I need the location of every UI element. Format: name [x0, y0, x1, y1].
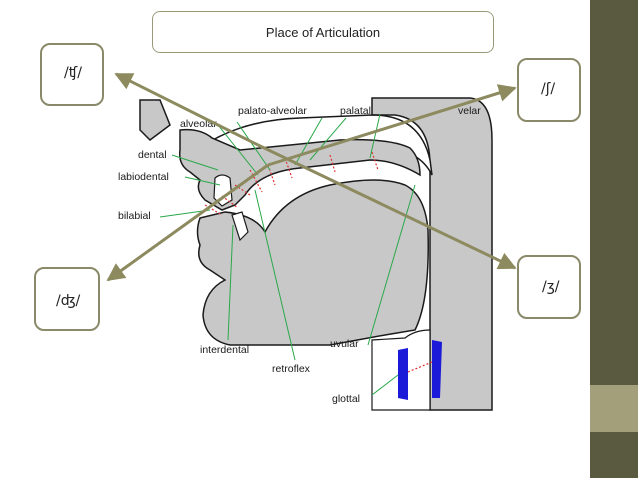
side-panel-band: [590, 385, 638, 432]
label-bilabial: bilabial: [118, 210, 151, 222]
pharynx-wall: [371, 97, 493, 411]
ipa-box-top-right: /ʃ/: [517, 58, 581, 122]
ipa-symbol-zh: /ʒ/: [542, 279, 560, 295]
upper-teeth: [213, 174, 233, 207]
ipa-box-bottom-right: /ʒ/: [517, 255, 581, 319]
label-palatal: palatal: [340, 105, 371, 117]
nose: [139, 99, 171, 141]
vocal-fold-left: [398, 348, 408, 400]
arrow-to-top-left: [114, 72, 259, 147]
upper-jaw: [178, 128, 421, 211]
side-panel-bottom: [590, 432, 638, 478]
ipa-symbol-ch: /ʧ/: [64, 65, 82, 81]
arrow-to-bottom-left: [106, 163, 269, 282]
label-interdental: interdental: [200, 344, 249, 356]
label-velar: velar: [458, 105, 481, 117]
label-dental: dental: [138, 149, 167, 161]
tongue-and-jaw: [196, 179, 429, 346]
label-retroflex: retroflex: [272, 363, 311, 375]
vocal-fold-right: [432, 340, 442, 398]
label-uvular: uvular: [330, 338, 359, 350]
lower-teeth: [231, 211, 249, 242]
label-palato-alveolar: palato-alveolar: [238, 105, 307, 117]
arrow-to-top-right: [267, 84, 517, 167]
slide-title: Place of Articulation: [265, 24, 381, 40]
vocal-tract-diagram: alveolar palato-alveolar palatal velar d…: [106, 72, 517, 411]
label-alveolar: alveolar: [180, 118, 217, 130]
pointer-arrows: [106, 72, 517, 282]
arrow-to-bottom-right: [257, 143, 517, 270]
label-labiodental: labiodental: [118, 171, 169, 183]
ipa-box-top-left: /ʧ/: [40, 43, 104, 106]
articulation-marks: [204, 151, 433, 373]
ipa-symbol-sh: /ʃ/: [541, 81, 556, 97]
title-box: Place of Articulation: [152, 11, 494, 53]
leader-lines: [159, 113, 416, 396]
side-panel-top: [590, 0, 638, 385]
label-glottal: glottal: [332, 393, 360, 405]
ipa-box-bottom-left: /ʤ/: [34, 267, 100, 331]
ipa-symbol-dj: /ʤ/: [56, 293, 81, 309]
